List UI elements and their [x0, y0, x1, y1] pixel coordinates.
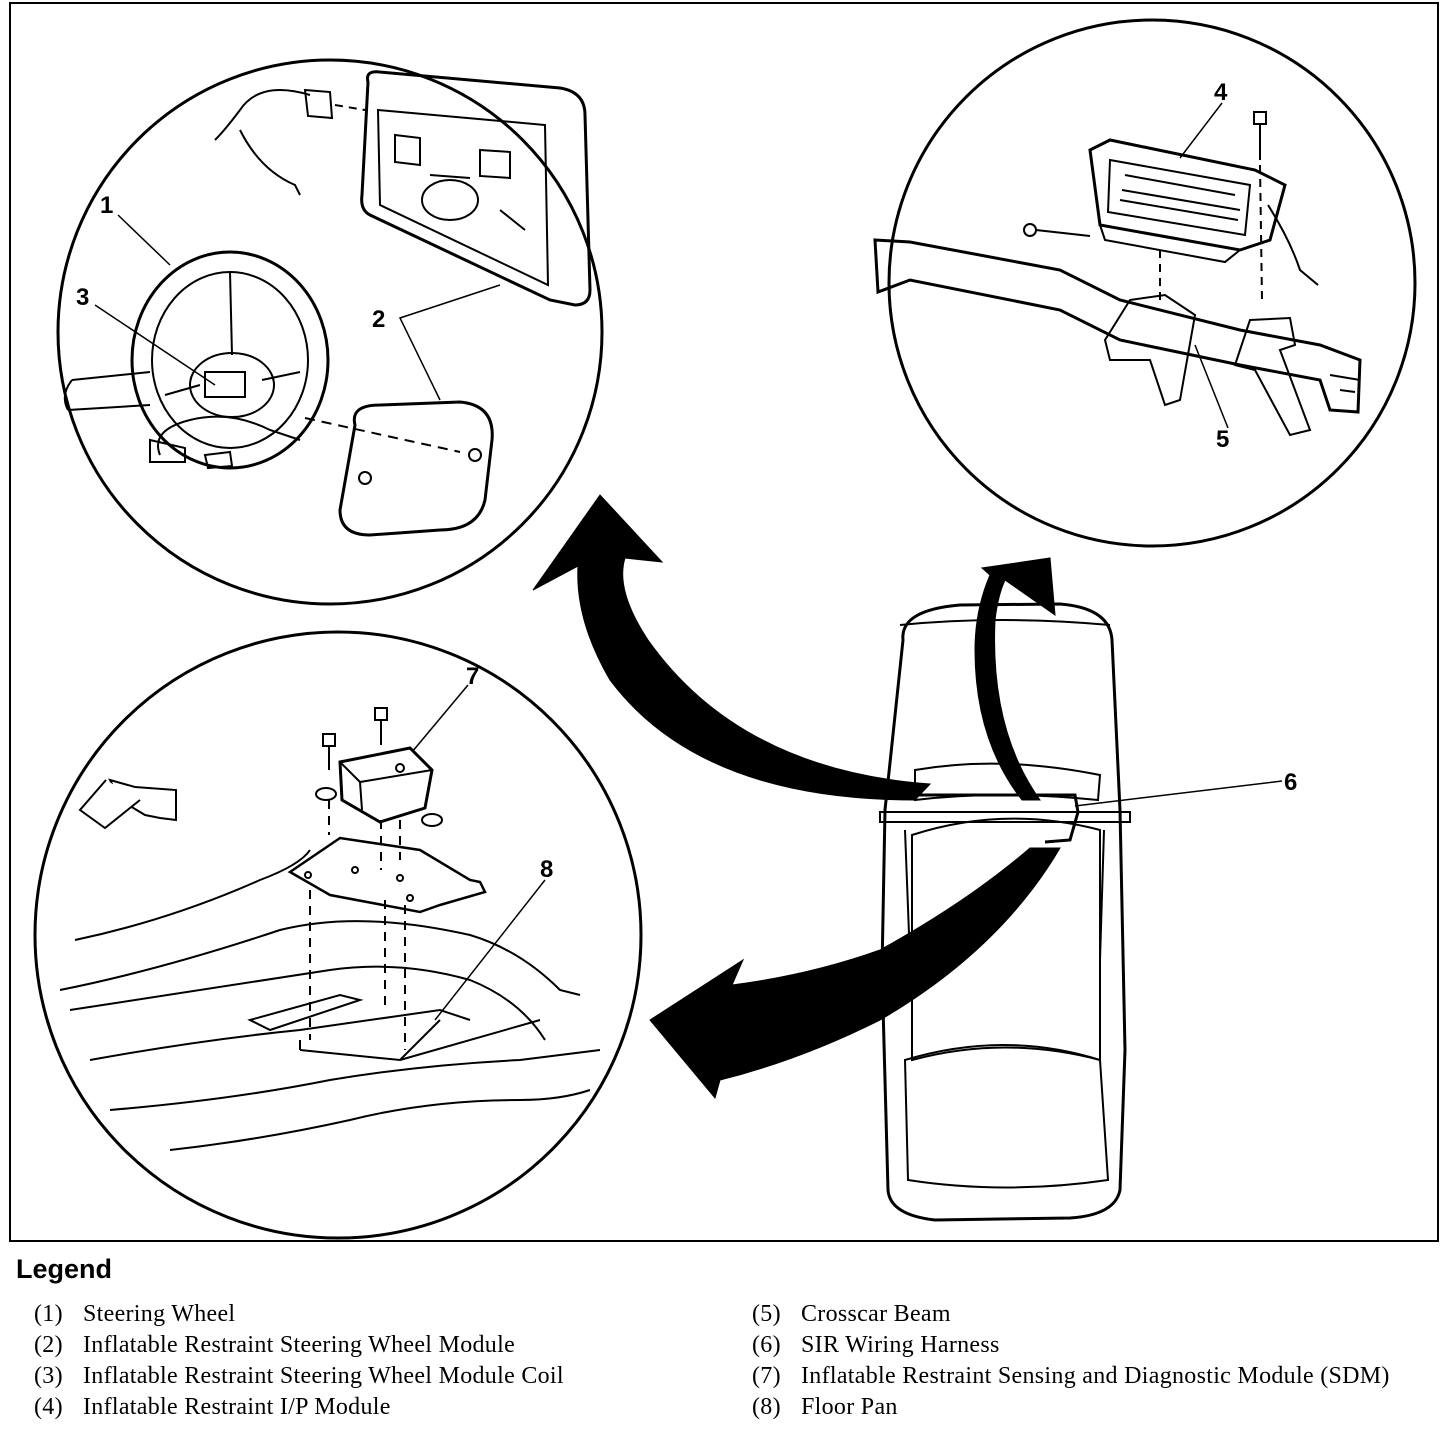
ip-wire: [1267, 204, 1319, 286]
callout-3: 3: [76, 284, 89, 311]
legend-item-8: (8) Floor Pan: [752, 1392, 1442, 1423]
callout-6: 6: [1284, 769, 1297, 796]
callout-7: 7: [466, 663, 479, 690]
legend-text: SIR Wiring Harness: [801, 1332, 1000, 1358]
steering-wheel-detail: [56, 58, 604, 606]
ip-module-detail: [873, 18, 1417, 548]
legend-text: Inflatable Restraint Steering Wheel Modu…: [83, 1332, 516, 1358]
legend-item-5: (5) Crosscar Beam: [752, 1299, 1442, 1330]
legend-text: Inflatable Restraint Steering Wheel Modu…: [83, 1363, 564, 1389]
leader-8: [434, 879, 546, 1021]
sdm-bolt-right: [374, 707, 388, 745]
leader-3: [94, 304, 216, 386]
callout-2: 2: [372, 306, 385, 333]
vehicle-dash-beam: [879, 811, 1131, 823]
diagram-frame: [9, 2, 1439, 1242]
forward-arrow: [78, 778, 177, 830]
leader-2: [398, 284, 501, 401]
legend-text: Inflatable Restraint Sensing and Diagnos…: [801, 1363, 1390, 1389]
legend-number: (2): [34, 1332, 63, 1358]
legend-text: Steering Wheel: [83, 1301, 236, 1327]
leader-6: [1074, 780, 1283, 807]
legend-item-4: (4) Inflatable Restraint I/P Module: [34, 1392, 724, 1423]
legend-number: (6): [752, 1332, 781, 1358]
module-cover: [338, 400, 494, 537]
steering-wheel-module: [360, 70, 592, 307]
legend-text: Crosscar Beam: [801, 1301, 951, 1327]
callout-5: 5: [1216, 426, 1229, 453]
legend-number: (3): [34, 1363, 63, 1389]
leader-5: [1194, 344, 1229, 429]
vehicle-rear-window: [903, 1044, 1110, 1189]
legend-text: Inflatable Restraint I/P Module: [83, 1394, 391, 1420]
cover-dash: [304, 417, 461, 453]
callout-1: 1: [100, 192, 113, 219]
sdm-module: [315, 746, 443, 827]
coil-harness: [149, 415, 301, 470]
detail-circle-ip: [887, 18, 1417, 548]
legend-item-7: (7) Inflatable Restraint Sensing and Dia…: [752, 1361, 1442, 1392]
detail-circle-steering: [56, 58, 604, 606]
ip-bolt: [1253, 111, 1267, 160]
callout-8: 8: [540, 856, 553, 883]
legend-number: (7): [752, 1363, 781, 1389]
steering-column: [63, 371, 151, 411]
legend-title: Legend: [16, 1254, 113, 1284]
module-pigtail: [214, 88, 334, 196]
legend-number: (4): [34, 1394, 63, 1420]
leader-7: [411, 684, 469, 753]
ip-module: [1088, 138, 1287, 264]
detail-circle-sdm: [33, 630, 643, 1240]
steering-wheel: [130, 250, 330, 470]
sdm-detail: [33, 630, 643, 1240]
arrow-to-sdm: [649, 847, 1061, 1100]
arrow-to-steering: [532, 494, 932, 801]
sdm-bracket: [287, 836, 487, 914]
sdm-bolt-left: [322, 733, 336, 770]
legend-item-3: (3) Inflatable Restraint Steering Wheel …: [34, 1361, 724, 1392]
legend-item-6: (6) SIR Wiring Harness: [752, 1330, 1442, 1361]
legend-number: (8): [752, 1394, 781, 1420]
vehicle-body: [880, 602, 1127, 1222]
pigtail-dash: [334, 104, 366, 111]
leader-4: [1179, 102, 1223, 159]
ip-bolt-dash: [1259, 164, 1263, 301]
legend-text: Floor Pan: [801, 1394, 898, 1420]
floor-pan: [59, 849, 601, 1151]
legend-number: (1): [34, 1301, 63, 1327]
leader-1: [117, 214, 171, 266]
legend-item-2: (2) Inflatable Restraint Steering Wheel …: [34, 1330, 724, 1361]
alignment-dash: [309, 800, 406, 1050]
vehicle-hood-line: [899, 619, 1111, 626]
crosscar-beam: [873, 238, 1362, 437]
arrow-to-ip: [974, 557, 1056, 801]
legend-item-1: (1) Steering Wheel: [34, 1299, 724, 1330]
callout-4: 4: [1214, 79, 1228, 106]
legend-number: (5): [752, 1301, 781, 1327]
legend-column-left: (1) Steering Wheel (2) Inflatable Restra…: [34, 1299, 724, 1423]
legend-column-right: (5) Crosscar Beam (6) SIR Wiring Harness…: [752, 1299, 1442, 1423]
